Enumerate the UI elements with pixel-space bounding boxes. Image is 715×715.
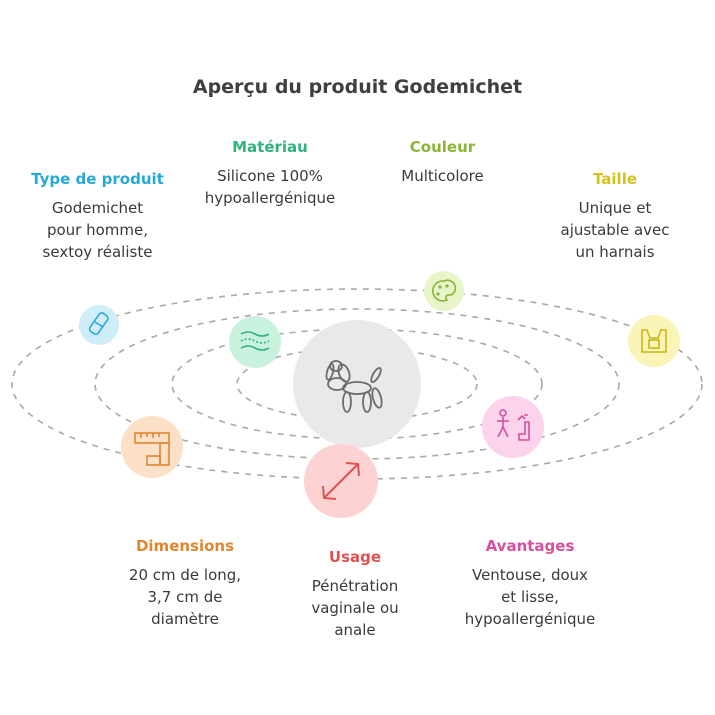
materiau-block: Matériau Silicone 100% hypoallergénique (190, 138, 350, 209)
diagram-title: Aperçu du produit Godemichet (192, 76, 523, 98)
tube-icon (88, 312, 109, 336)
palette-icon (432, 279, 457, 302)
avantages-label: Avantages (485, 537, 575, 555)
couleur-node (424, 271, 464, 311)
type-node (79, 305, 119, 345)
usage-node (304, 444, 378, 518)
type-block: Type de produit Godemichet pour homme, s… (10, 170, 185, 263)
usage-text: Pénétration vaginale ou anale (311, 577, 399, 639)
balloon-dog-icon (325, 360, 383, 413)
avantages-text: Ventouse, doux et lisse, hypoallergéniqu… (464, 566, 596, 628)
materiau-node (229, 316, 281, 368)
materiau-text: Silicone 100% hypoallergénique (204, 167, 336, 207)
taille-label: Taille (592, 170, 638, 188)
usage-block: Usage Pénétration vaginale ou anale (280, 548, 430, 641)
dimensions-node (121, 416, 183, 478)
type-text: Godemichet pour homme, sextoy réaliste (42, 199, 153, 261)
avantages-block: Avantages Ventouse, doux et lisse, hypoa… (445, 537, 615, 630)
orbit-third (94, 308, 620, 460)
taille-block: Taille Unique et ajustable avec un harna… (540, 170, 690, 263)
taille-node (628, 315, 680, 367)
taille-text: Unique et ajustable avec un harnais (560, 199, 670, 261)
person-chair-icon (497, 409, 530, 441)
dimensions-label: Dimensions (135, 537, 235, 555)
couleur-label: Couleur (409, 138, 476, 156)
dimensions-block: Dimensions 20 cm de long, 3,7 cm de diam… (100, 537, 270, 630)
materiau-label: Matériau (232, 138, 308, 156)
orbit-second (171, 328, 543, 440)
type-label: Type de produit (31, 170, 164, 188)
ruler-icon (134, 432, 170, 466)
dimensions-text: 20 cm de long, 3,7 cm de diamètre (128, 566, 242, 628)
center-node (293, 320, 421, 448)
orbit-inner (236, 347, 478, 421)
couleur-block: Couleur Multicolore (370, 138, 515, 187)
avantages-node (482, 396, 544, 458)
fabric-layers-icon (240, 331, 270, 351)
usage-label: Usage (328, 548, 382, 566)
diagonal-arrows-icon (322, 462, 360, 500)
couleur-text: Multicolore (401, 167, 484, 185)
harness-icon (641, 329, 667, 353)
